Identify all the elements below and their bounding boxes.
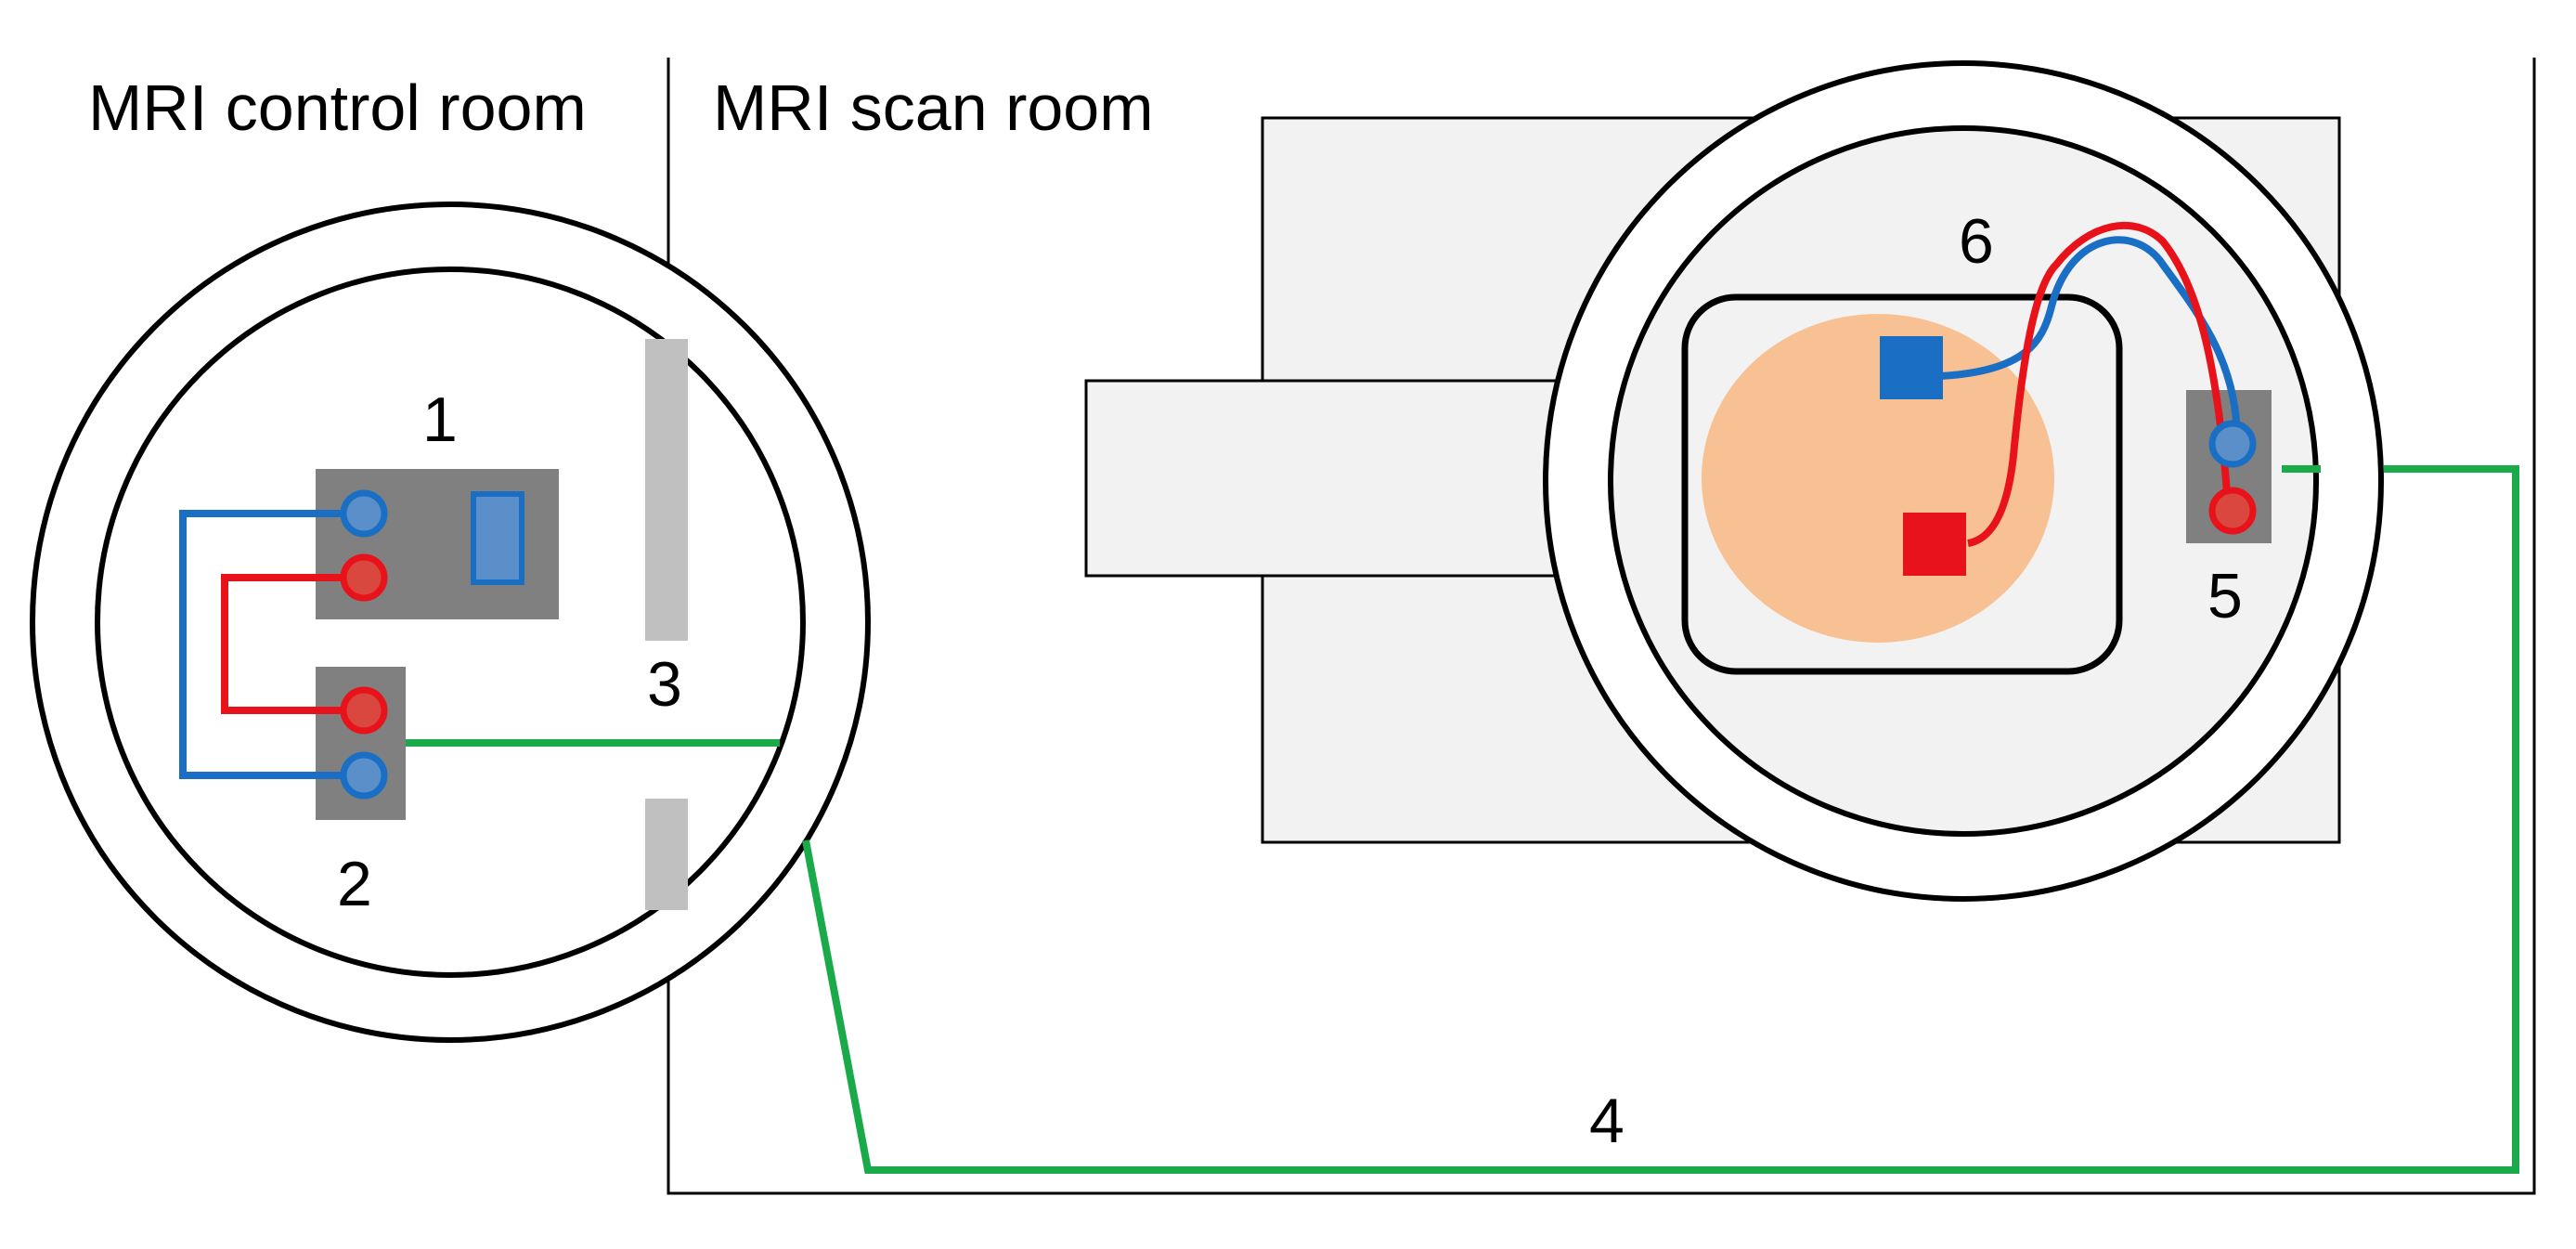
device-5-blue-connector	[2208, 420, 2257, 468]
device-2-blue-connector	[340, 751, 388, 800]
red-cable-control	[221, 574, 360, 714]
control-room-label: MRI control room	[88, 72, 587, 144]
green-fiber-cable-long	[802, 465, 2519, 1174]
label-6: 6	[1959, 206, 1994, 277]
penetration-panel-upper	[645, 339, 688, 641]
device-1-switch	[471, 491, 524, 585]
device-2-red-connector	[340, 686, 388, 735]
penetration-panel-lower	[645, 799, 688, 910]
label-5: 5	[2207, 561, 2243, 631]
label-3: 3	[647, 649, 682, 720]
patient-table	[1084, 379, 1571, 578]
label-2: 2	[337, 849, 372, 919]
blue-sensor	[1880, 336, 1943, 399]
device-1-red-connector	[340, 553, 388, 602]
red-sensor	[1903, 513, 1966, 576]
device-1-blue-connector	[340, 489, 388, 538]
label-1: 1	[422, 384, 458, 455]
blue-cable-control	[179, 510, 360, 779]
label-4: 4	[1589, 1086, 1625, 1156]
device-5-red-connector	[2208, 487, 2257, 535]
control-room-magnifier-inner	[95, 267, 806, 978]
scan-room-label: MRI scan room	[713, 72, 1154, 144]
red-cable-sensor	[1967, 221, 2232, 547]
